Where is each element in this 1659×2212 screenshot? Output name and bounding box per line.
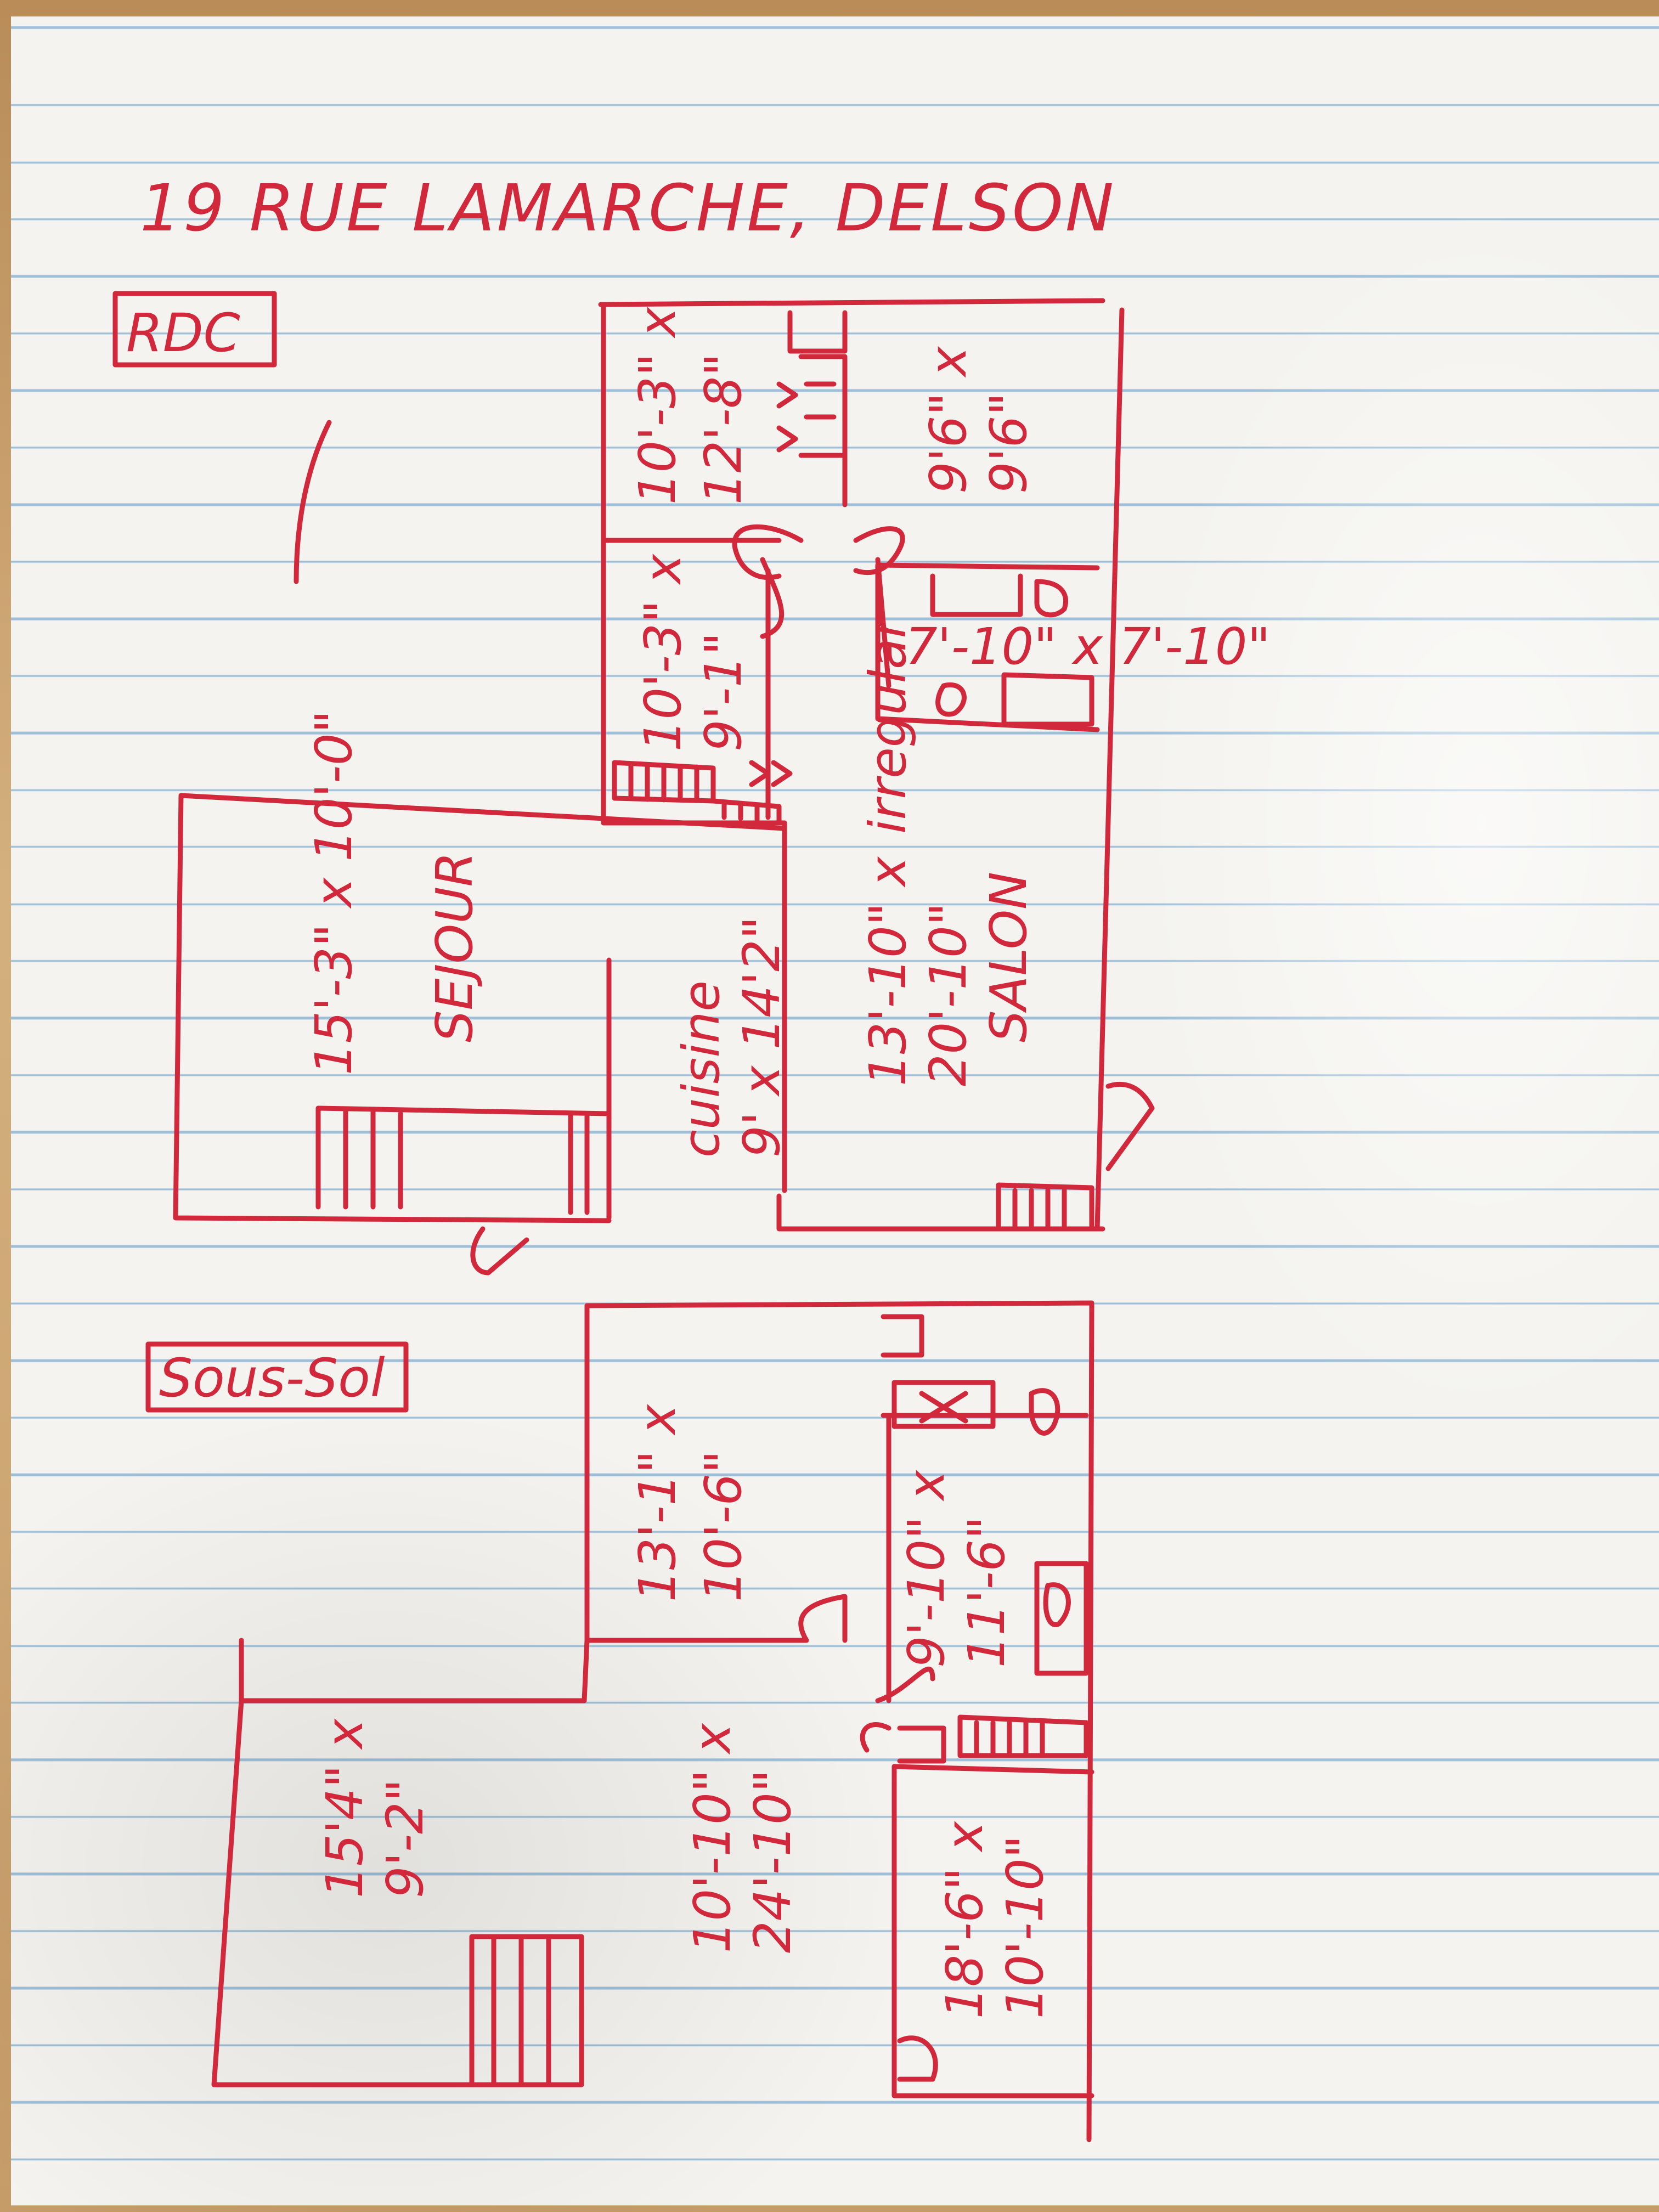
bathroom-dims: 7'-10" x 7'-10" bbox=[905, 617, 1271, 676]
closet-shelves bbox=[798, 354, 848, 458]
svg-text:20'-10": 20'-10" bbox=[919, 902, 978, 1086]
room-e-label: 18'-6" x 10'-10" bbox=[935, 1820, 1054, 2019]
svg-text:10'-3" x: 10'-3" x bbox=[628, 306, 687, 505]
svg-text:9'-2": 9'-2" bbox=[376, 1779, 435, 1898]
room-2-label: 9'6" x 9'6" bbox=[919, 346, 1038, 494]
cuisine-label: cuisine 9' x 14'2" bbox=[672, 916, 791, 1158]
ss-left-bottom bbox=[211, 1698, 584, 2087]
stairs-b bbox=[710, 798, 782, 826]
closet-door-marks bbox=[776, 381, 798, 453]
ss-door-e bbox=[897, 2035, 938, 2082]
sejour-door-arc bbox=[470, 1226, 529, 1276]
room-c-label: 15'4" x 9'-2" bbox=[315, 1718, 435, 1898]
svg-text:10'-6": 10'-6" bbox=[694, 1451, 753, 1602]
rdc-label-box bbox=[112, 291, 277, 368]
svg-text:10'-3" x: 10'-3" x bbox=[634, 553, 692, 752]
sejour-stairs bbox=[315, 1105, 612, 1210]
svg-text:15'4" x: 15'4" x bbox=[315, 1718, 374, 1898]
bathtub bbox=[1001, 672, 1094, 727]
door-arc-1 bbox=[732, 524, 804, 580]
ss-stairs-right-treads bbox=[974, 1720, 1045, 1758]
toilet bbox=[935, 682, 967, 717]
room-b-label: 9'-10" x 11'-6" bbox=[897, 1469, 1016, 1668]
sejour-walls bbox=[173, 793, 612, 1223]
stairs-a-treads bbox=[628, 763, 699, 803]
ss-sink bbox=[1029, 1388, 1060, 1436]
svg-text:9'6" x: 9'6" x bbox=[919, 346, 978, 494]
sous-sol-label: Sous-Sol bbox=[159, 1347, 385, 1409]
basement-plan bbox=[211, 1300, 1094, 2142]
ground-floor-plan bbox=[173, 298, 1155, 1276]
sejour-top-wall bbox=[178, 793, 787, 831]
address-title: 19 RUE LAMARCHE, DELSON bbox=[140, 170, 1116, 246]
svg-text:9' x 14'2": 9' x 14'2" bbox=[732, 916, 791, 1158]
ss-stair-treads bbox=[491, 1934, 551, 2087]
ss-door-b bbox=[875, 1667, 935, 1703]
svg-text:cuisine: cuisine bbox=[672, 980, 731, 1158]
salon-bottom-wall bbox=[776, 1193, 1105, 1232]
salon-label: 13'-10" x 20'-10" irregular SALON bbox=[859, 615, 1038, 1086]
svg-text:12'-8": 12'-8" bbox=[694, 353, 753, 505]
svg-text:24'-10": 24'-10" bbox=[743, 1769, 802, 1953]
svg-text:9'-10" x: 9'-10" x bbox=[897, 1469, 956, 1668]
closet-rods bbox=[804, 381, 837, 420]
ss-door-c bbox=[860, 1722, 891, 1753]
sejour-label: 15'-3" x 10'-0" SEJOUR bbox=[304, 710, 484, 1075]
sous-sol-label-box bbox=[145, 1341, 409, 1413]
door-arc-2 bbox=[853, 526, 905, 575]
svg-text:15'-3" x 10'-0": 15'-3" x 10'-0" bbox=[304, 710, 363, 1075]
svg-text:9'6": 9'6" bbox=[979, 392, 1038, 494]
cuisine-stairs bbox=[568, 1111, 590, 1215]
ss-washer bbox=[891, 1380, 996, 1429]
svg-text:18'-6" x: 18'-6" x bbox=[935, 1820, 994, 2019]
ss-outer-top-right bbox=[584, 1300, 1094, 2142]
stair-arrows bbox=[749, 760, 793, 787]
svg-text:13'-10" x: 13'-10" x bbox=[859, 856, 917, 1086]
bathroom-sink bbox=[1034, 579, 1068, 618]
closet-top bbox=[787, 310, 848, 354]
rdc-label: RDC bbox=[126, 302, 240, 364]
room-a-label: 13'-1" x 10'-6" bbox=[628, 1403, 753, 1602]
salon-stairs bbox=[996, 1182, 1094, 1232]
ss-room-e-walls bbox=[891, 1764, 1094, 2098]
svg-text:10'-10": 10'-10" bbox=[996, 1835, 1054, 2019]
ss-stairs-box bbox=[469, 1934, 584, 2087]
ss-door-a bbox=[798, 1594, 848, 1643]
room-3-label: 10'-3" x 9'-1" bbox=[634, 553, 753, 752]
svg-text:10'-10" x: 10'-10" x bbox=[683, 1723, 742, 1953]
ss-closet bbox=[881, 1314, 924, 1358]
stray-mark bbox=[294, 420, 332, 584]
ss-hall-box bbox=[897, 1725, 946, 1764]
svg-text:SALON: SALON bbox=[979, 872, 1038, 1042]
door-arc-3 bbox=[760, 557, 785, 639]
salon-stair-treads bbox=[1012, 1188, 1067, 1232]
room-1-label: 10'-3" x 12'-8" bbox=[628, 306, 753, 505]
rdc-top-wall bbox=[598, 298, 1105, 307]
svg-text:irregular: irregular bbox=[859, 615, 917, 834]
svg-text:SEJOUR: SEJOUR bbox=[425, 852, 484, 1042]
ss-toilet bbox=[1034, 1561, 1089, 1676]
ss-stairs-right bbox=[957, 1714, 1089, 1758]
svg-text:13'-1" x: 13'-1" x bbox=[628, 1403, 687, 1602]
salon-door-arc bbox=[1105, 1081, 1155, 1171]
room-d-label: 10'-10" x 24'-10" bbox=[683, 1723, 802, 1953]
ss-notch bbox=[239, 1638, 590, 1703]
svg-text:9'-1": 9'-1" bbox=[694, 632, 753, 752]
ss-room-e-top bbox=[891, 1764, 1094, 1775]
bathroom-vanity bbox=[930, 573, 1023, 617]
rdc-right-wall bbox=[1094, 307, 1125, 1232]
svg-text:11'-6": 11'-6" bbox=[957, 1516, 1016, 1668]
